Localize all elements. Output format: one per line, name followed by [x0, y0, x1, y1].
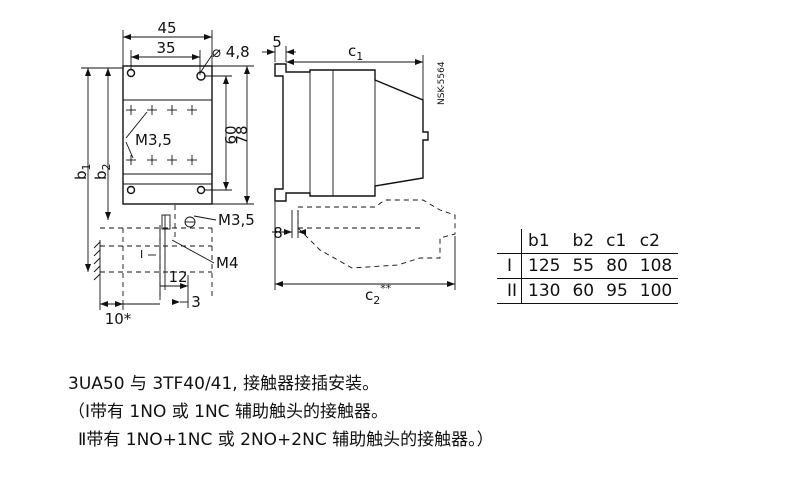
dimension-drawing: 45 35 ⌀ 4,8	[72, 19, 456, 328]
dim-m35-right: M3,5	[218, 211, 255, 229]
table-header-cell	[497, 229, 523, 254]
dim-8: 8	[273, 224, 283, 242]
dim-3: 3	[191, 293, 201, 311]
dim-b1: b1	[72, 163, 93, 180]
table-cell: I	[497, 253, 523, 279]
table-cell: 55	[566, 253, 601, 279]
note-line-1: 3UA50 与 3TF40/41, 接触器接插安装。	[68, 374, 380, 394]
front-view: 45 35 ⌀ 4,8	[72, 19, 255, 328]
notes-block: 3UA50 与 3TF40/41, 接触器接插安装。 （Ⅰ带有 1NO 或 1N…	[68, 370, 494, 454]
svg-text:I: I	[140, 248, 143, 261]
side-view: 5 c1 NSK-5564 8 c2**	[262, 33, 456, 307]
table-cell: 130	[521, 278, 567, 304]
table-cell: 125	[521, 253, 567, 279]
dim-12: 12	[168, 268, 187, 286]
dim-m35-top: M3,5	[135, 131, 172, 149]
table-header-cell: b1	[521, 229, 567, 254]
dim-78: 78	[233, 125, 251, 144]
table-row: I 125 55 80 108	[497, 253, 679, 279]
dim-35: 35	[156, 39, 175, 57]
dim-c2: c2**	[365, 282, 392, 307]
drawing-code: NSK-5564	[437, 61, 447, 105]
table-header-cell: c2	[633, 229, 679, 254]
dim-c1: c1	[348, 42, 363, 63]
table-cell: II	[497, 278, 523, 304]
dim-hole: ⌀ 4,8	[212, 43, 250, 61]
table-header-cell: c1	[600, 229, 634, 254]
dim-60: 60	[222, 125, 240, 144]
note-line-2: （Ⅰ带有 1NO 或 1NC 辅助触头的接触器。	[68, 402, 388, 422]
table-cell: 80	[600, 253, 634, 279]
table-cell: 95	[600, 278, 634, 304]
table-row: II 130 60 95 100	[497, 278, 679, 304]
note-line-3: Ⅱ带有 1NO+1NC 或 2NO+2NC 辅助触头的接触器。）	[78, 430, 494, 450]
dim-45: 45	[157, 19, 176, 37]
table-cell: 60	[566, 278, 601, 304]
dimension-table: b1 b2 c1 c2 I 125 55 80 108 II 130 60 95…	[497, 229, 679, 304]
table-cell: 100	[633, 278, 679, 304]
table-header-row: b1 b2 c1 c2	[497, 229, 679, 254]
dim-m4: M4	[216, 254, 239, 272]
dim-5: 5	[272, 33, 282, 51]
table-header-cell: b2	[566, 229, 601, 254]
dim-b2: b2	[92, 163, 113, 180]
table-cell: 108	[633, 253, 679, 279]
dim-10: 10*	[105, 310, 132, 328]
